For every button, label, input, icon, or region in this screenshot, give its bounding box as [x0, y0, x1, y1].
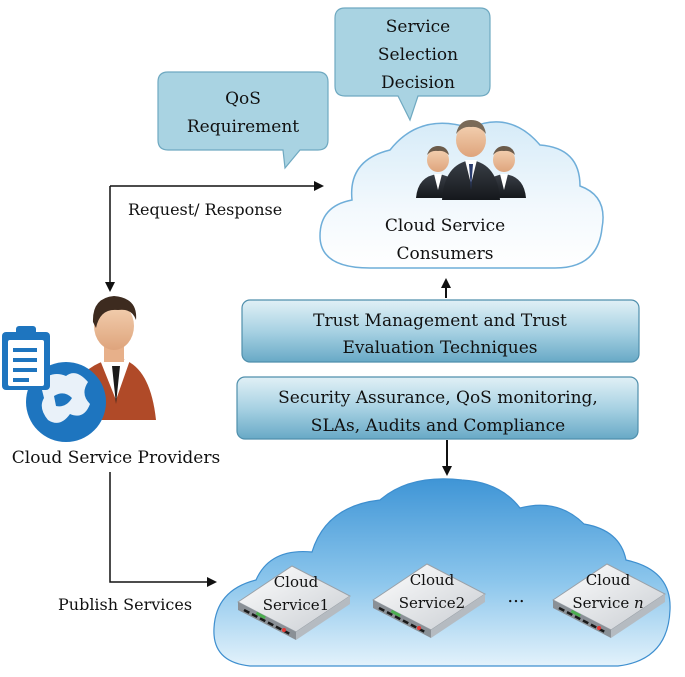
service-n-label-suffix: n — [634, 594, 644, 612]
service-2-label-line-2: Service2 — [399, 594, 465, 612]
request-response-connector — [105, 181, 324, 292]
security-box-line-2: SLAs, Audits and Compliance — [311, 416, 565, 436]
service-n-label-line-1: Cloud — [586, 571, 631, 589]
service-1-label-line-2: Service1 — [263, 596, 329, 614]
providers-label: Cloud Service Providers — [12, 448, 220, 468]
consumers-label-line-1: Cloud Service — [385, 216, 505, 236]
decision-bubble-line-3: Decision — [381, 73, 455, 93]
publish-services-connector — [109, 472, 217, 587]
provider-person-clipboard-globe-icon — [2, 296, 156, 442]
trust-management-box: Trust Management and Trust Evaluation Te… — [241, 299, 640, 363]
request-response-label: Request/ Response — [128, 200, 282, 219]
cloud-service-2-server — [372, 563, 486, 638]
service-selection-decision-bubble: Service Selection Decision — [334, 7, 491, 122]
decision-bubble-line-1: Service — [386, 17, 450, 37]
services-ellipsis: ... — [507, 586, 524, 607]
service-2-label-line-1: Cloud — [410, 571, 455, 589]
security-assurance-box: Security Assurance, QoS monitoring, SLAs… — [236, 376, 639, 440]
cloud-service-n-server — [552, 563, 666, 638]
qos-bubble-line-2: Requirement — [187, 117, 299, 137]
trust-box-line-2: Evaluation Techniques — [342, 338, 537, 358]
people-group-icon — [416, 120, 526, 200]
service-n-label-text: Service — [572, 594, 634, 612]
trust-box-line-1: Trust Management and Trust — [313, 311, 567, 331]
publish-services-label: Publish Services — [58, 595, 192, 614]
service-n-label-line-2: Service n — [572, 594, 643, 612]
consumers-label-line-2: Consumers — [397, 244, 494, 264]
qos-requirement-bubble: QoS Requirement — [157, 71, 329, 170]
service-1-label-line-1: Cloud — [274, 573, 319, 591]
cloud-service-1-server — [237, 565, 351, 640]
security-box-line-1: Security Assurance, QoS monitoring, — [278, 388, 598, 408]
decision-bubble-line-2: Selection — [378, 45, 458, 65]
qos-bubble-line-1: QoS — [225, 89, 261, 109]
